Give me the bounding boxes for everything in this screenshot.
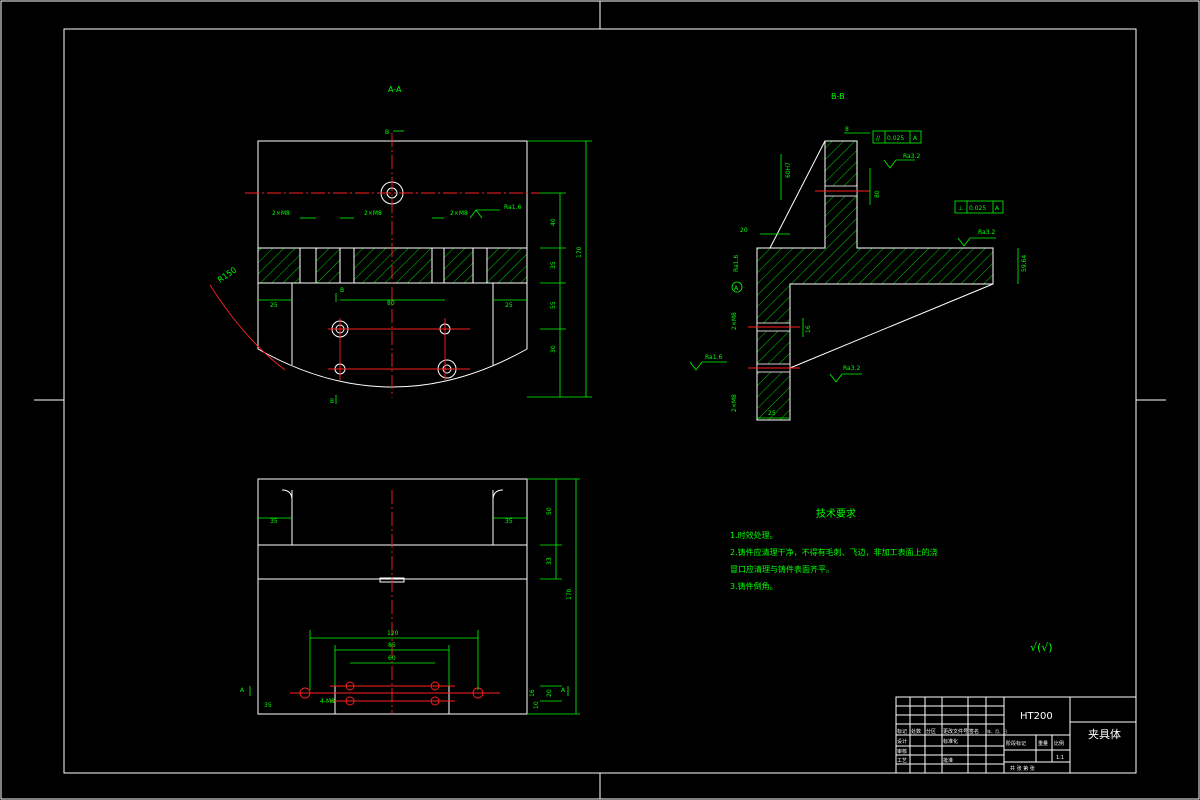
svg-text:25: 25 <box>270 302 278 309</box>
section-aa-label: A-A <box>388 85 402 94</box>
bb-tol1-label: 0.025 <box>887 135 904 142</box>
svg-text:85: 85 <box>388 642 396 649</box>
svg-text:35: 35 <box>505 518 513 525</box>
svg-text:10: 10 <box>533 701 540 709</box>
svg-text:更改文件号: 更改文件号 <box>943 728 968 735</box>
svg-text:标准化: 标准化 <box>943 738 958 745</box>
bottom-overall-label: 170 <box>566 588 573 600</box>
svg-text:签名: 签名 <box>969 728 979 735</box>
svg-text:35: 35 <box>270 518 278 525</box>
bottom-view: 35 35 120 85 60 170 50 33 20 10 16 4-M8 … <box>240 478 580 715</box>
bb-height-label: 59.64 <box>1021 255 1028 272</box>
svg-text:Ra3.2: Ra3.2 <box>843 365 860 372</box>
svg-text:20: 20 <box>740 227 748 234</box>
svg-text:2×M8: 2×M8 <box>731 394 738 412</box>
svg-text:共 张 第 张: 共 张 第 张 <box>1010 765 1035 772</box>
svg-text:B: B <box>330 398 334 405</box>
section-aa-view: A-A R150 B <box>209 85 592 405</box>
surface-finish-mark: √(√) <box>1030 641 1053 654</box>
svg-text:批准: 批准 <box>943 757 953 764</box>
bottom-body-outline <box>257 478 528 715</box>
svg-text:25: 25 <box>768 410 776 417</box>
svg-text:B: B <box>340 287 344 294</box>
svg-text:阶段标记: 阶段标记 <box>1006 740 1026 747</box>
svg-text:4-M8: 4-M8 <box>320 698 335 705</box>
svg-text:工艺: 工艺 <box>897 758 907 764</box>
svg-text:审核: 审核 <box>897 748 907 755</box>
svg-text:A: A <box>913 135 918 142</box>
svg-text:Ra1.6: Ra1.6 <box>705 354 722 361</box>
svg-text:80: 80 <box>874 190 881 198</box>
svg-text:A: A <box>240 687 245 694</box>
svg-text:16: 16 <box>529 689 536 697</box>
aa-overall-label: 170 <box>576 246 583 258</box>
svg-text:35: 35 <box>550 261 557 269</box>
aa-radius-label: R150 <box>216 265 238 284</box>
bb-vhole-label: 60H7 <box>785 162 792 178</box>
svg-text:⊥: ⊥ <box>958 205 963 212</box>
svg-text:处数: 处数 <box>911 728 921 735</box>
aa-slot2-label: 2×M8 <box>364 210 382 217</box>
title-block: HT200 夹具体 标记 处数 分区 更改文件号 签名 年、月、日 设计 标准化… <box>895 696 1137 774</box>
svg-text:Ra1.6: Ra1.6 <box>733 255 740 272</box>
svg-text:40: 40 <box>550 218 557 226</box>
svg-text:Ra3.2: Ra3.2 <box>903 153 920 160</box>
tech-title: 技术要求 <box>816 507 856 520</box>
svg-text:A: A <box>734 285 739 292</box>
aa-body-outline <box>257 140 528 388</box>
svg-text:1:1: 1:1 <box>1056 755 1064 761</box>
aa-hole-spacing-label: 80 <box>387 300 395 307</box>
bb-hatched-profile <box>756 140 994 421</box>
svg-text:2×M8: 2×M8 <box>731 312 738 330</box>
section-bb-label: B-B <box>831 92 845 101</box>
svg-text:重量: 重量 <box>1038 740 1048 747</box>
aa-rough-label: Ra1.6 <box>504 204 521 211</box>
svg-text:8: 8 <box>845 126 849 133</box>
svg-text:B: B <box>385 129 389 136</box>
svg-text:年、月、日: 年、月、日 <box>987 728 1007 734</box>
svg-text://: // <box>876 135 881 142</box>
aa-slot1-label: 2×M8 <box>272 210 290 217</box>
bottom-d120-label: 120 <box>387 630 399 637</box>
section-bb-view: B-B 8 // 0.025 A Ra3.2 60H7 80 ⊥ 0.025 A <box>689 92 1028 421</box>
svg-text:分区: 分区 <box>926 728 936 735</box>
svg-text:33: 33 <box>546 557 553 565</box>
aa-slot3-label: 2×M8 <box>450 210 468 217</box>
part-name-label: 夹具体 <box>1088 727 1121 741</box>
svg-text:A: A <box>561 687 566 694</box>
tech-item-4: 3.铸件倒角。 <box>730 581 778 591</box>
svg-text:35: 35 <box>264 702 272 709</box>
material-label: HT200 <box>1020 711 1053 722</box>
svg-text:60: 60 <box>388 655 396 662</box>
tech-requirements: 技术要求 1.时效处理。 2.铸件应清理干净，不得有毛刺、飞边，非加工表面上的浇… <box>730 507 1053 654</box>
svg-text:设计: 设计 <box>897 738 907 745</box>
bb-tol2-label: 0.025 <box>969 205 986 212</box>
svg-text:25: 25 <box>505 302 513 309</box>
svg-text:标记: 标记 <box>897 728 907 735</box>
svg-text:16: 16 <box>805 325 812 333</box>
svg-text:20: 20 <box>546 689 553 697</box>
tech-item-2: 2.铸件应清理干净，不得有毛刺、飞边，非加工表面上的浇 <box>730 547 938 557</box>
svg-text:A: A <box>995 205 1000 212</box>
svg-text:30: 30 <box>550 345 557 353</box>
tech-item-1: 1.时效处理。 <box>730 530 778 540</box>
svg-text:Ra3.2: Ra3.2 <box>978 229 995 236</box>
svg-text:55: 55 <box>550 301 557 309</box>
svg-text:50: 50 <box>546 507 553 515</box>
tech-item-3: 冒口应清理与铸件表面齐平。 <box>730 564 834 574</box>
svg-text:比例: 比例 <box>1054 740 1064 747</box>
